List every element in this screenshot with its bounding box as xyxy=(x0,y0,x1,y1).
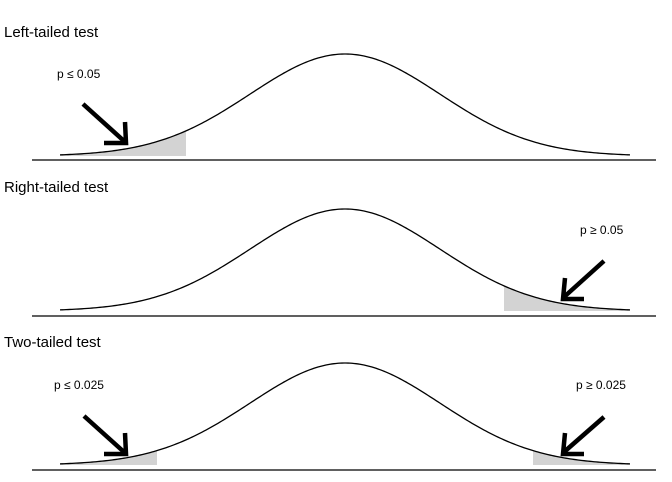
arrow-icon-left xyxy=(81,102,129,146)
arrow-icon-left xyxy=(82,414,129,457)
right-tail-shading xyxy=(504,285,630,311)
panel-two-tailed: Two-tailed test p ≤ 0.025 p ≥ 0.025 xyxy=(4,334,656,471)
p-value-label-right: p ≥ 0.05 xyxy=(580,223,624,237)
panel-right-tailed: Right-tailed test p ≥ 0.05 xyxy=(4,179,656,317)
arrow-icon-right xyxy=(560,259,606,302)
left-tail-shading xyxy=(60,450,157,465)
panel-title-right-tailed: Right-tailed test xyxy=(4,179,109,196)
left-tail-shading xyxy=(60,130,186,156)
panel-title-left-tailed: Left-tailed test xyxy=(4,24,99,41)
arrow-icon-right xyxy=(560,415,606,457)
normal-curve xyxy=(59,362,631,465)
normal-curve xyxy=(59,208,631,311)
normal-curve xyxy=(59,53,631,156)
panel-left-tailed: Left-tailed test p ≤ 0.05 xyxy=(4,24,656,161)
p-value-label-left: p ≤ 0.025 xyxy=(54,378,104,392)
right-tail-shading xyxy=(533,450,630,465)
p-value-label-left: p ≤ 0.05 xyxy=(57,67,101,81)
panel-title-two-tailed: Two-tailed test xyxy=(4,334,102,351)
p-value-label-right: p ≥ 0.025 xyxy=(576,378,626,392)
